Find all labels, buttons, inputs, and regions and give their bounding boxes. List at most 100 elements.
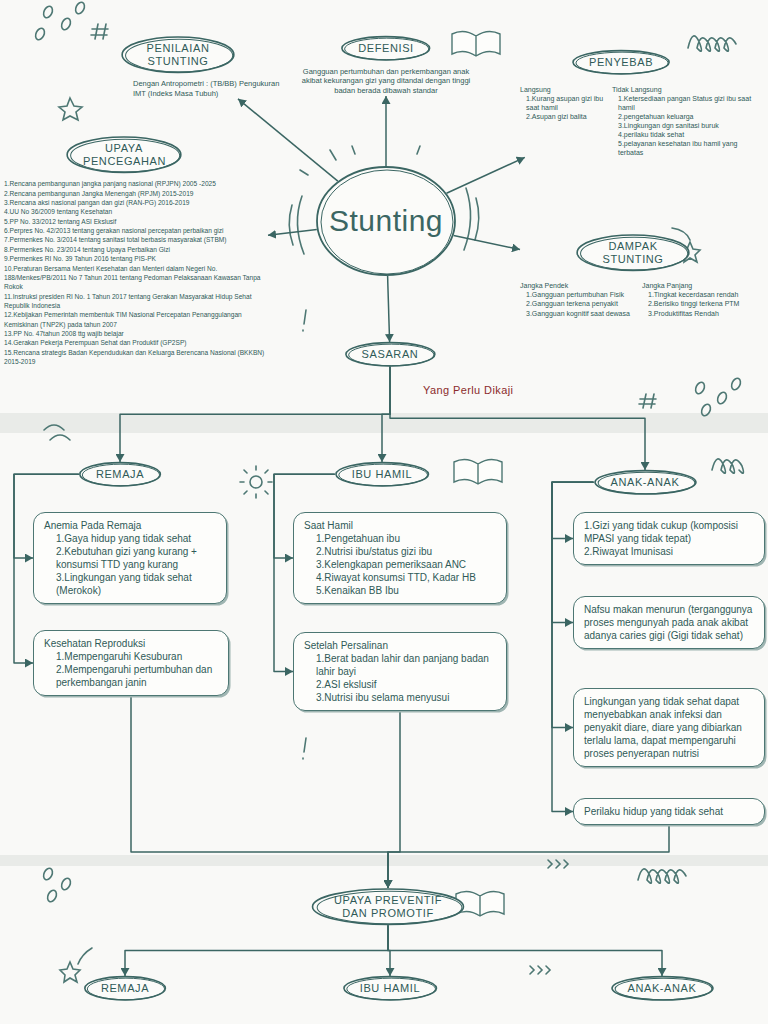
oval-heading: IBU HAMIL	[335, 462, 429, 487]
list-item: 1.Tingkat kecerdasan rendah	[648, 290, 766, 299]
box-item: 5.Kenaikan BB Ibu	[316, 584, 496, 597]
circle-sketch-line	[321, 170, 453, 274]
list-item: 15.Rencana strategis Badan Kependudukan …	[4, 348, 268, 367]
heading-row: UPAYA PENCEGAHAN	[4, 136, 268, 173]
box-item: 2.Mempengaruhi pertumbuhan dan perkemban…	[56, 663, 218, 689]
heading-row: PENILAIAN STUNTING	[95, 36, 305, 73]
list-item: 6.Perpres No. 42/2013 tentang gerakan na…	[4, 226, 268, 235]
decor-path	[639, 394, 656, 408]
topic-node: UPAYA PENCEGAHAN 1.Rencana pembangunan ja…	[4, 136, 268, 366]
decor-path	[548, 860, 568, 868]
box-item: Perilaku hidup yang tidak sehat	[584, 805, 754, 818]
decor-ellipse	[700, 403, 712, 417]
decor-path	[452, 31, 500, 56]
box-heading: Anemia Pada Remaja	[44, 519, 216, 532]
list-item: 10.Peraturan Bersama Menteri Kesehatan d…	[4, 264, 268, 292]
oval-sketch-line	[339, 464, 428, 486]
column: Jangka Pendek1.Gangguan pertumbuhan Fisi…	[520, 281, 634, 317]
heading-text: IBU HAMIL	[352, 468, 412, 481]
decor-path	[44, 425, 70, 440]
heading-text: REMAJA	[96, 468, 144, 481]
decor-path	[60, 962, 80, 982]
decor-path	[712, 459, 743, 473]
decor-ellipse	[74, 1, 86, 15]
box-item: 4.Riwayat konsumsi TTD, Kadar HB	[316, 571, 496, 584]
decor-path	[240, 466, 272, 498]
decor-ellipse	[46, 889, 58, 903]
decor-ellipse	[730, 377, 742, 391]
oval-line	[122, 37, 234, 72]
box-item: 1.Mempengaruhi Kesuburan	[56, 650, 218, 663]
list-item: 1.Gangguan pertumbuhan Fisik	[526, 290, 634, 299]
box-item: 2.ASI ekslusif	[316, 678, 496, 691]
list-item: 4.UU No 36/2009 tentang Kesehatan	[4, 207, 268, 216]
list-item: 2.Berisiko tinggi terkena PTM	[648, 299, 766, 308]
oval-sketch-line	[82, 464, 159, 486]
decor-path	[638, 869, 686, 883]
box-heading: Setelah Persalinan	[304, 639, 496, 652]
decor-rect	[0, 433, 768, 855]
list-item: 3.Produktifitas Rendah	[648, 309, 766, 318]
body-text: Gangguan pertumbuhan dan perkembangan an…	[300, 67, 472, 96]
oval-heading: UPAYA PREVENTIF DAN PROMOTIF	[311, 888, 465, 925]
list-item: 9.Permenkes RI No. 39 Tahun 2016 tentang…	[4, 254, 268, 263]
oval-line	[344, 977, 437, 1000]
oval-heading: DEFENISI	[341, 36, 431, 61]
content-box: Lingkungan yang tidak sehat dapat menyeb…	[573, 688, 765, 767]
body-text: Dengan Antropometri : (TB/BB) Pengukuran…	[133, 79, 283, 99]
oval-sketch-line	[345, 38, 429, 60]
oval-heading: SASARAN	[345, 342, 436, 367]
content-box: Setelah Persalinan1.Berat badan lahir da…	[293, 632, 507, 711]
oval-heading: REMAJA	[79, 462, 161, 487]
oval-line	[342, 37, 430, 60]
oval-node: UPAYA PREVENTIF DAN PROMOTIF	[311, 888, 465, 925]
box-item: 1.Berat badan lahir dan panjang badan la…	[316, 652, 496, 678]
oval-sketch-line	[71, 139, 180, 172]
oval-line	[612, 977, 713, 1000]
list-item: 1.Rencana pembangunan jangka panjang nas…	[4, 179, 268, 188]
doodles	[34, 1, 744, 982]
box-item: 1.Pengetahuan ibu	[316, 532, 496, 545]
heading-text: ANAK-ANAK	[611, 476, 680, 489]
oval-node: IBU HAMIL	[335, 462, 429, 487]
heading-text: ANAK-ANAK	[628, 982, 697, 995]
box-item: 3.Lingkungan yang tidak sehat (Merokok)	[56, 571, 216, 597]
box-heading: Kesehatan Reproduksi	[44, 637, 218, 650]
connector	[388, 825, 669, 888]
list-item: 13.PP No. 47tahun 2008 ttg wajib belajar	[4, 329, 268, 338]
decor-path	[91, 24, 108, 39]
list-item: 2.Rencana pembangunan Jangka Menengah (R…	[4, 189, 268, 198]
oval-node: SASARAN	[345, 342, 436, 367]
oval-sketch-line	[126, 39, 233, 72]
list-item: 7.Permenkes No. 3/2014 tentang sanitasi …	[4, 235, 268, 244]
content-box: Anemia Pada Remaja1.Gaya hidup yang tida…	[33, 512, 227, 604]
oval-sketch-line	[615, 978, 712, 1000]
decor-path	[530, 966, 550, 974]
box-item: 2.Kebutuhan gizi yang kurang + konsumsi …	[56, 545, 216, 571]
decor-ellipse	[716, 391, 728, 405]
heading-text: PENYEBAB	[589, 56, 653, 69]
list-item: 1.Kurang asupan gizi ibu saat hamil	[526, 94, 604, 112]
content-box: Nafsu makan menurun (terganggunya proses…	[573, 596, 765, 649]
oval-line	[85, 977, 166, 1000]
box-item: 2.Riwayat Imunisasi	[584, 545, 754, 558]
topic-node: PENILAIAN STUNTING Dengan Antropometri : …	[95, 36, 305, 99]
oval-line	[67, 137, 181, 172]
decor-rect	[0, 866, 768, 1024]
oval-heading: DAMPAK STUNTING	[576, 234, 690, 271]
oval-line	[573, 51, 669, 74]
decor-ellipse	[60, 877, 72, 891]
oval-heading: ANAK-ANAK	[611, 976, 714, 1001]
decor-path	[59, 98, 82, 120]
body-block: 1.Rencana pembangunan jangka panjang nas…	[4, 179, 268, 366]
connector	[388, 711, 400, 888]
oval-line	[313, 889, 464, 924]
connector	[385, 96, 387, 166]
box-item: 3.Nutrisi ibu selama menyusui	[316, 691, 496, 704]
list-item: 2.Asupan gizi balita	[526, 112, 604, 121]
list-item: 2.Gangguan terkena penyakit	[526, 299, 634, 308]
oval-line	[346, 343, 435, 366]
decor-path	[78, 948, 92, 964]
connector	[131, 696, 388, 888]
connector	[388, 276, 390, 342]
